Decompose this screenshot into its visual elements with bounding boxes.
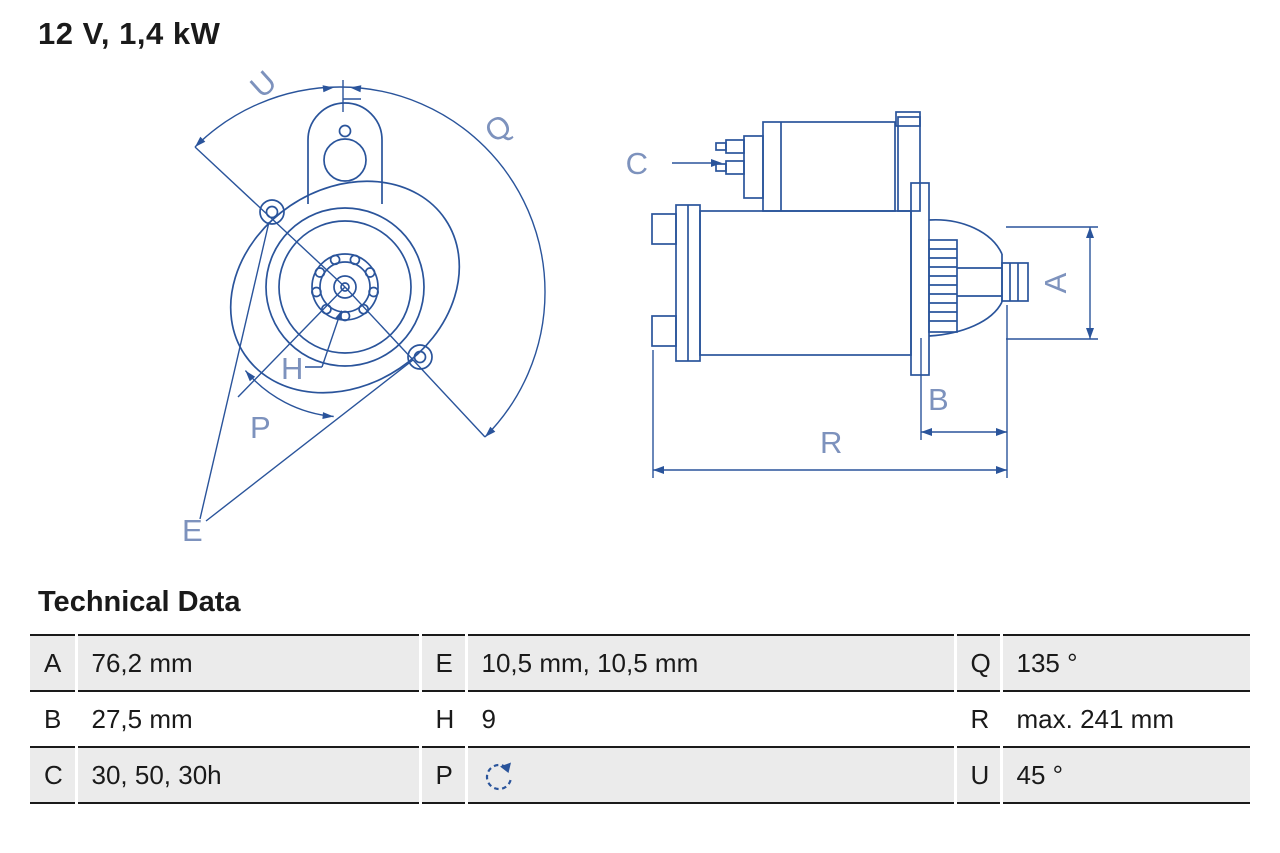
table-key: B [30,690,76,747]
front-view-arrowheads [195,85,496,437]
table-key: Q [953,634,1001,691]
table-value: 135 ° [999,634,1250,691]
table-row: C 30, 50, 30h P U 45 ° [30,746,1250,804]
table-value: 45 ° [999,746,1250,804]
table-key: P [418,746,466,804]
technical-data-heading: Technical Data [38,586,241,618]
label-angle-p: P [250,410,271,445]
table-value: 9 [464,690,955,747]
table-value: 76,2 mm [74,634,420,691]
table-value: 27,5 mm [74,690,420,747]
technical-data-table: A 76,2 mm E 10,5 mm, 10,5 mm Q 135 ° B 2… [30,634,1250,804]
front-view-outline [229,102,461,394]
table-key: A [30,634,76,691]
side-view-labels: C A B R [626,146,1073,460]
technical-drawing: U Q H P E [182,64,1098,548]
label-teeth-h: H [281,351,303,386]
side-view-dimensions [652,162,1098,478]
side-view-outline [651,111,1029,376]
table-row: B 27,5 mm H 9 R max. 241 mm [30,690,1250,747]
label-dim-b: B [928,382,949,417]
rotation-ccw-icon [485,762,512,790]
table-key: C [30,746,76,804]
front-view-labels: U Q H P E [182,64,518,548]
table-key: R [953,690,1001,747]
table-key: E [418,634,466,691]
label-dim-a: A [1038,272,1073,293]
label-terminals-c: C [626,146,648,181]
table-key: H [418,690,466,747]
label-dim-r: R [820,425,842,460]
page-title: 12 V, 1,4 kW [38,16,221,51]
table-row: A 76,2 mm E 10,5 mm, 10,5 mm Q 135 ° [30,634,1250,691]
label-angle-q: Q [478,107,517,149]
label-angle-u: U [243,64,283,105]
table-value: 30, 50, 30h [74,746,420,804]
table-key: U [953,746,1001,804]
label-holes-e: E [182,513,203,548]
table-value [464,746,955,804]
side-view-arrowheads [653,159,1094,474]
table-value: 10,5 mm, 10,5 mm [464,634,955,691]
table-value: max. 241 mm [999,690,1250,747]
front-view-dimensions [194,80,546,522]
